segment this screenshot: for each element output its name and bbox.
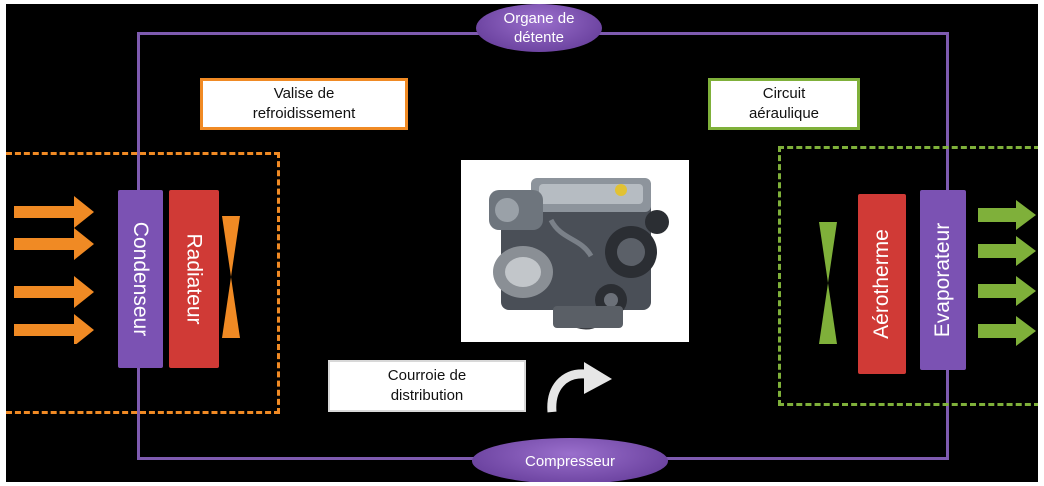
outflow-arrows-right [978,200,1036,346]
hourglass-icon [819,222,837,344]
timing-belt-label: Courroie de distribution [387,367,467,404]
heater-block: Aérotherme [858,194,906,374]
air-circuit-label: Circuit aéraulique [748,85,820,122]
compressor-label: Compresseur [524,452,616,470]
radiator-block: Radiateur [169,190,219,368]
diagram-canvas: Condenseur Radiateur Aérotherme Evaporat… [6,4,1038,482]
evaporator-zone-border [778,146,1038,406]
evaporator-label: Evaporateur [931,222,954,338]
evaporator-block: Evaporateur [920,190,966,370]
curved-arrow-icon [547,362,612,413]
hourglass-icon [222,216,240,338]
arrow-right-icon [978,200,1036,346]
inflow-arrows-left [14,196,94,344]
cooling-case-label: Valise de refroidissement [252,85,356,122]
engine-photo [461,160,689,342]
expansion-valve-label: Organe de détente [503,10,575,46]
timing-belt-label-box: Courroie de distribution [328,360,526,412]
radiator-label: Radiateur [183,233,206,325]
engine-illustration [489,178,669,330]
air-circuit-label-box: Circuit aéraulique [708,78,860,130]
condenser-label: Condenseur [129,221,153,337]
condenser-block: Condenseur [118,190,163,368]
compressor-node: Compresseur [472,438,668,482]
cooling-case-label-box: Valise de refroidissement [200,78,408,130]
heater-label: Aérotherme [870,229,893,339]
arrow-right-icon [14,196,94,344]
expansion-valve-node: Organe de détente [476,4,602,52]
condenser-zone-border [6,152,280,414]
